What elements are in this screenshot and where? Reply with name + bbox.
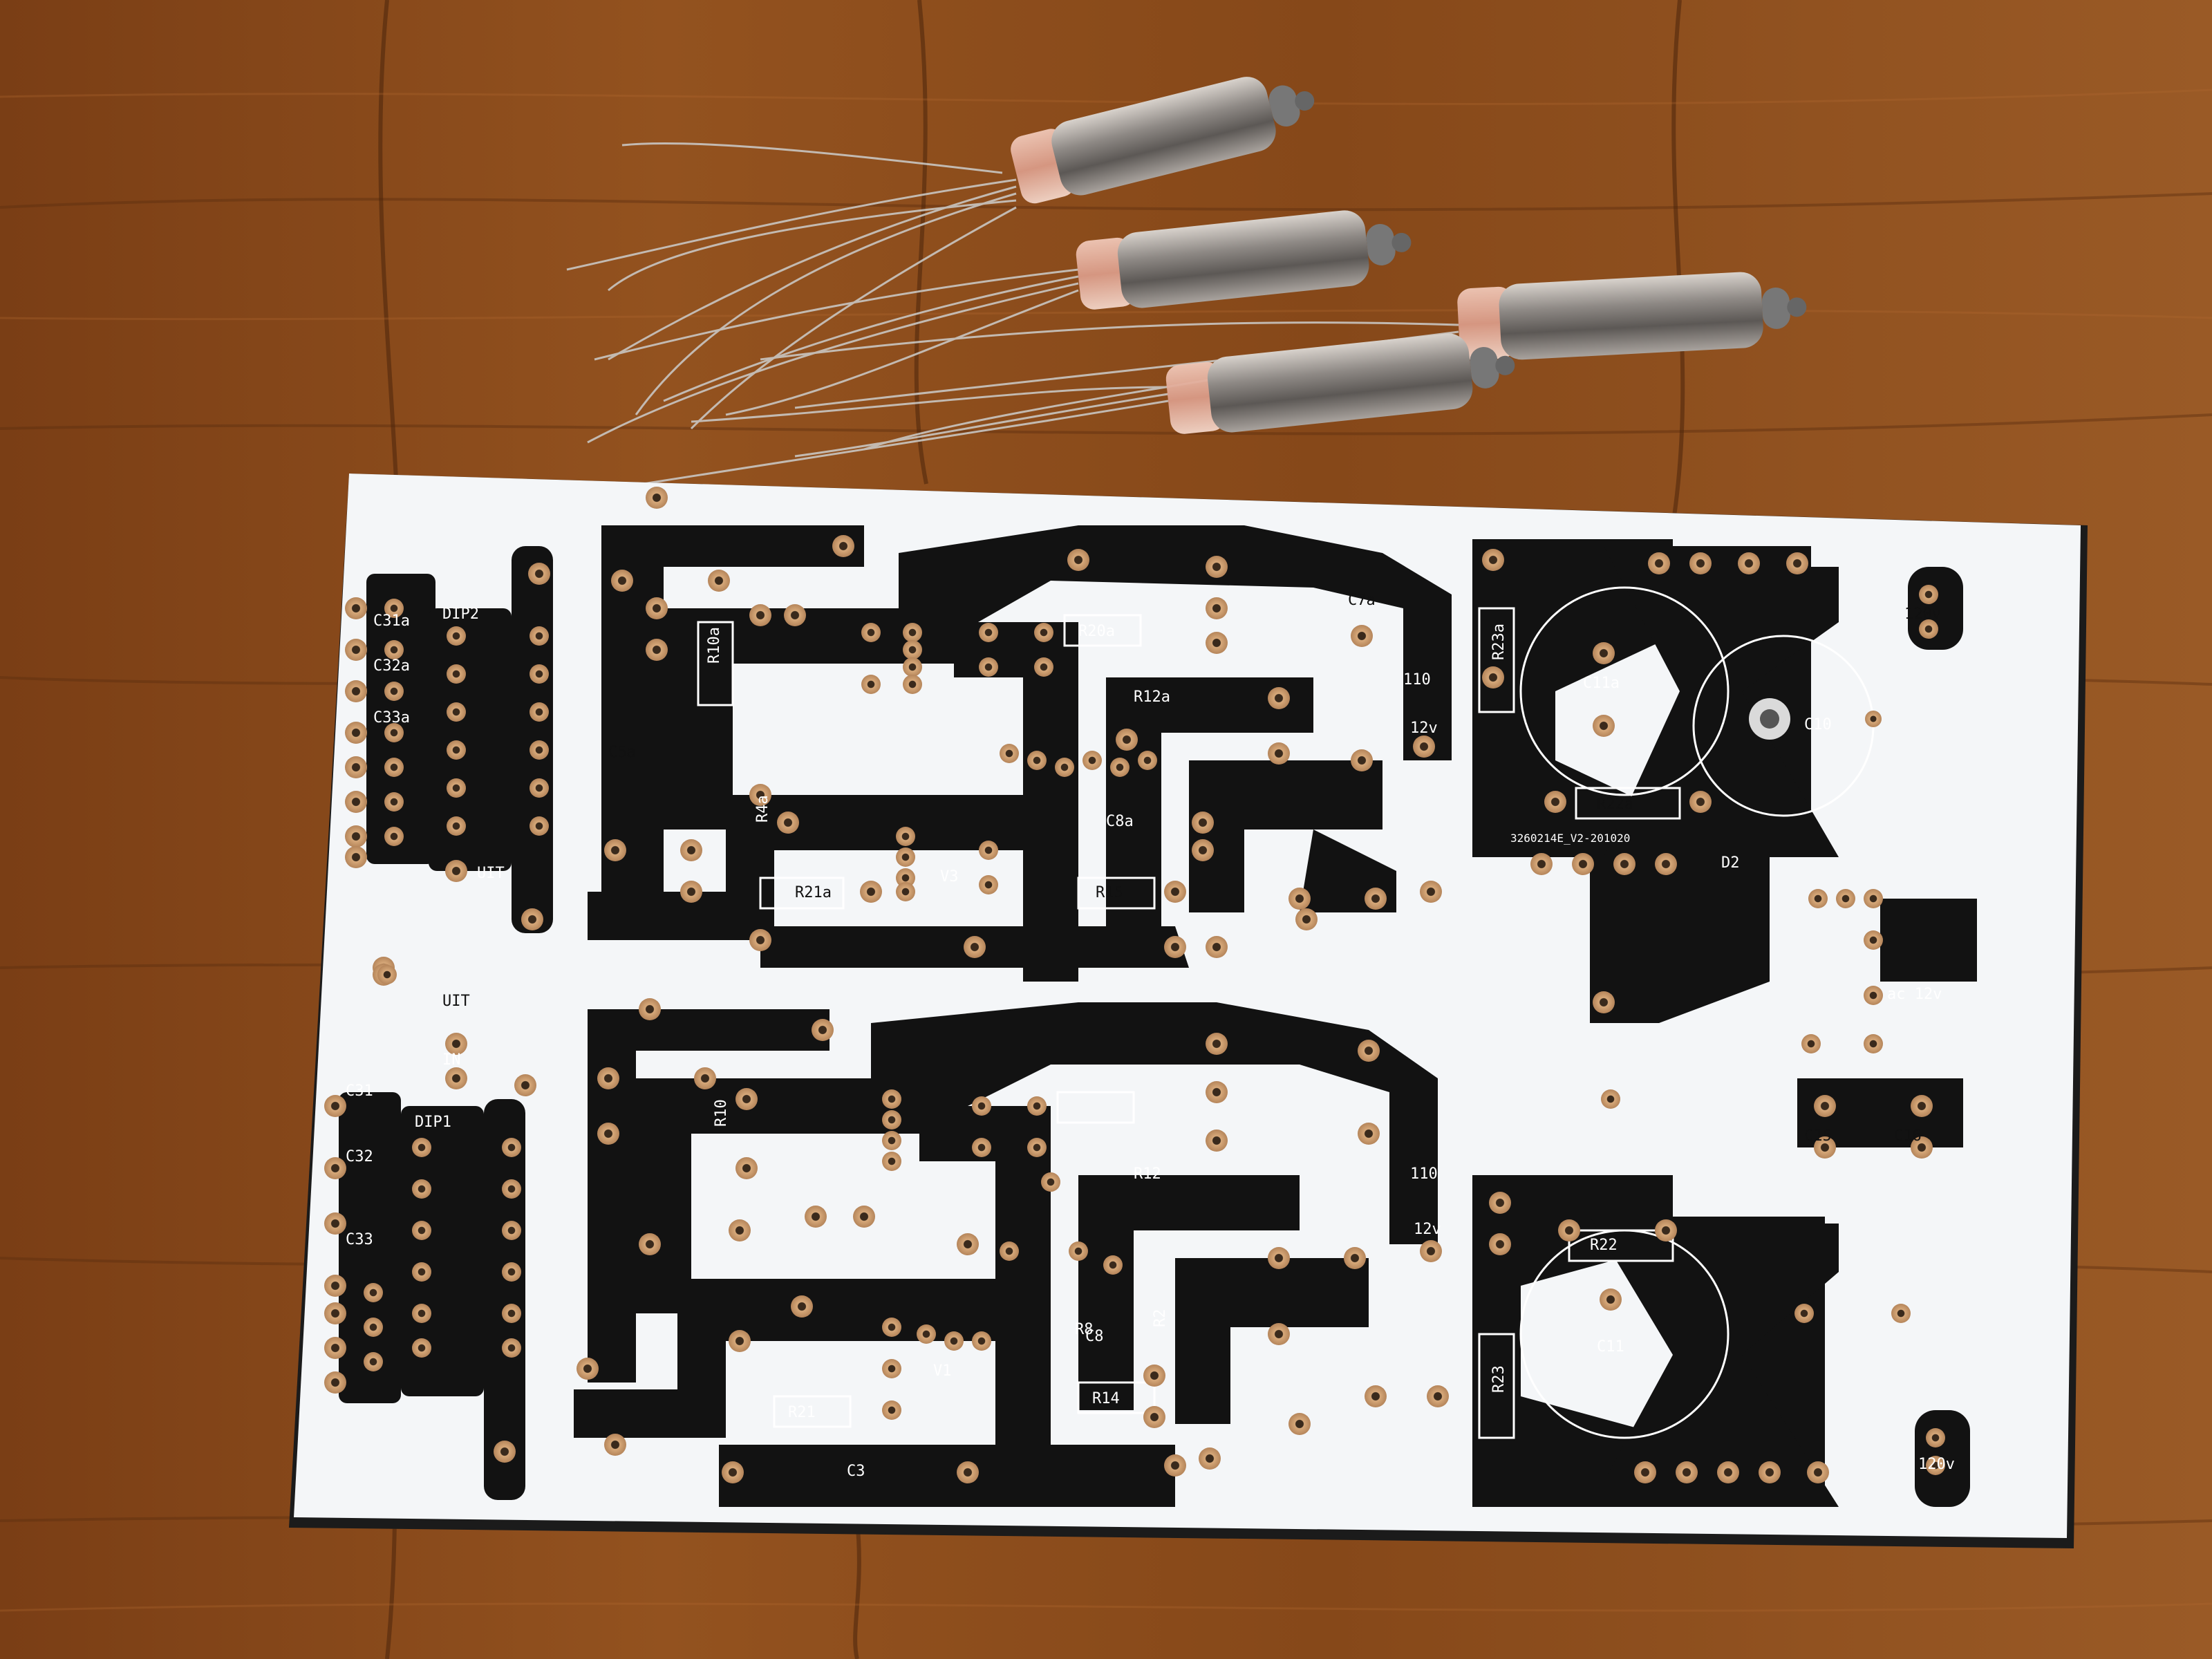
label-r10a: R10a (706, 627, 723, 664)
label-r15: R15 (1096, 884, 1123, 901)
label-r23a: R23a (1490, 624, 1508, 660)
label-r14: R14 (1092, 1390, 1120, 1407)
label-uit-bottom: UIT (442, 993, 470, 1010)
label-d2: D2 (1721, 854, 1740, 872)
label-120v-bottom: 120v (1918, 1456, 1955, 1473)
label-c16: C16 (1894, 1127, 1922, 1145)
label-dip1: DIP1 (415, 1114, 451, 1131)
label-r22a: R22a (1597, 796, 1633, 813)
label-r21: R21 (788, 1404, 816, 1421)
pcb-board: DIP2 C31a C32a C33a UIT UIT IN DIP1 C31 … (289, 474, 2088, 1548)
label-v1: V1 (933, 1362, 952, 1380)
label-c10: C10 (1804, 716, 1832, 733)
label-in: IN (442, 1051, 461, 1069)
label-110-top: 110 (1403, 671, 1431, 688)
label-v3: V3 (940, 868, 959, 885)
label-110-bottom: 110 (1410, 1165, 1438, 1183)
label-c3: C3 (847, 1463, 865, 1480)
label-r21a: R21a (795, 884, 832, 901)
silkscreen-labels: DIP2 C31a C32a C33a UIT UIT IN DIP1 C31 … (346, 592, 1955, 1480)
label-c8a: C8a (1106, 813, 1134, 830)
vacuum-tubes (566, 77, 1807, 485)
label-120v-top: 120v (1904, 606, 1941, 623)
copper-traces (339, 525, 1977, 1507)
label-r8: R8 (1075, 1321, 1094, 1338)
label-12v-top: 12v (1410, 720, 1438, 737)
label-c32: C32 (346, 1148, 373, 1165)
label-c15: C15 (1804, 1127, 1832, 1145)
label-c7a: C7a (1348, 592, 1376, 609)
board-serial-number: 3260214E_V2-201020 (1510, 832, 1630, 845)
label-c11a: C11a (1583, 675, 1620, 692)
label-r12a: R12a (1134, 688, 1170, 706)
label-12v-bottom: 12v (1414, 1221, 1441, 1238)
label-uit-top: UIT (477, 865, 505, 882)
label-r10: R10 (713, 1099, 730, 1127)
label-c31a: C31a (373, 612, 410, 630)
label-c5a: C5a (608, 744, 636, 761)
label-r23: R23 (1490, 1365, 1508, 1393)
label-r12: R12 (1134, 1165, 1161, 1183)
label-ac-12v: ac 12v (1887, 986, 1942, 1003)
label-r4a: R4a (754, 795, 771, 823)
label-r22: R22 (1590, 1237, 1618, 1254)
solder-pads (324, 487, 1945, 1483)
label-c8: C8 (1085, 1328, 1104, 1345)
label-c33a: C33a (373, 709, 410, 727)
label-c31: C31 (346, 1082, 373, 1100)
label-c32a: C32a (373, 657, 410, 675)
label-r20a: R20a (1078, 623, 1115, 640)
label-dip2: DIP2 (442, 606, 479, 623)
label-c33: C33 (346, 1231, 373, 1248)
label-r2: R2 (1152, 1309, 1169, 1328)
label-c11: C11 (1597, 1338, 1624, 1356)
